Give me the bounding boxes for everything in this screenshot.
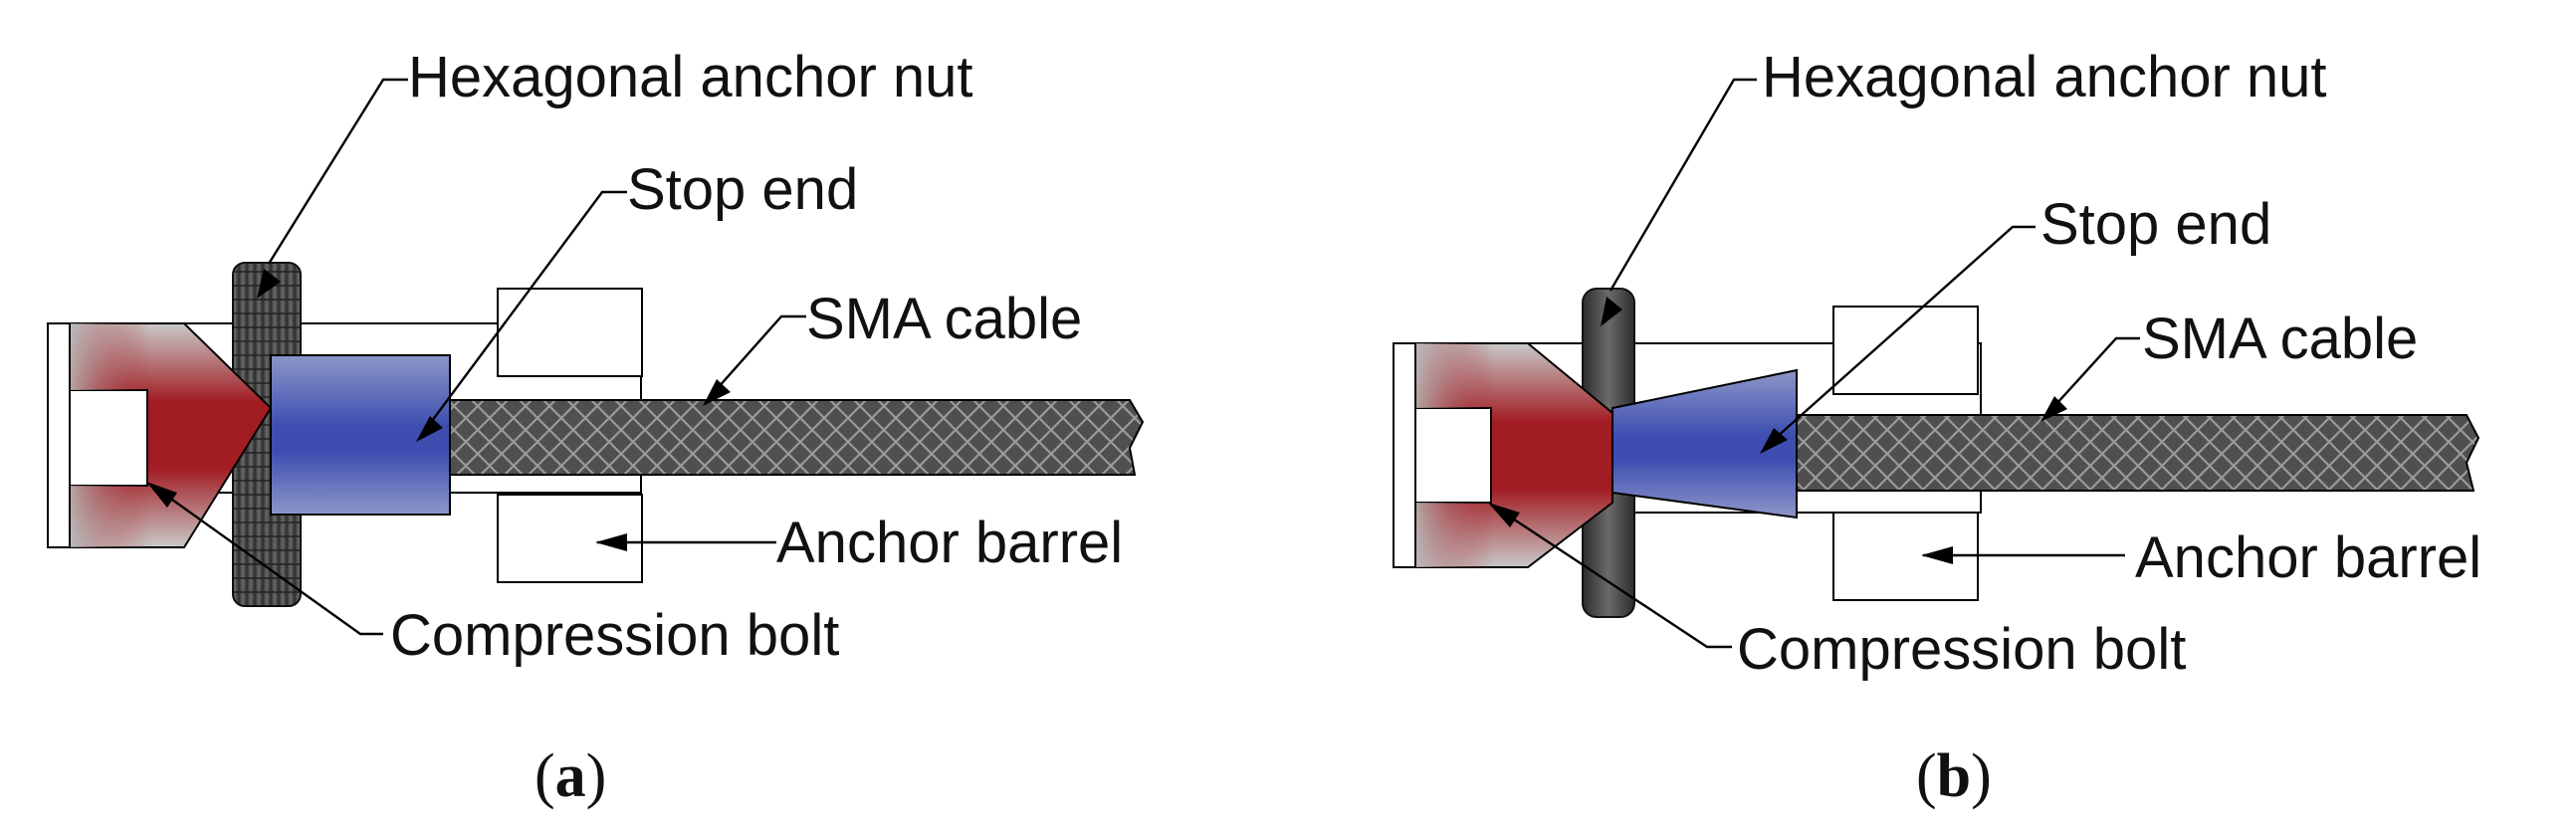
label-compression-bolt-b: Compression bolt	[1737, 617, 2186, 682]
label-stop-end-b: Stop end	[2040, 192, 2271, 257]
panel-a: Hexagonal anchor nut Stop end SMA cable …	[47, 45, 1145, 810]
panel-b: Hexagonal anchor nut Stop end SMA cable …	[1393, 45, 2481, 810]
label-sma-cable-a: SMA cable	[806, 287, 1082, 351]
compression-bolt-b	[1393, 342, 1613, 568]
label-hexagonal-anchor-nut-b: Hexagonal anchor nut	[1762, 45, 2327, 109]
leader-lines-b	[1488, 78, 2140, 649]
caption-b: (b)	[1916, 742, 1992, 810]
anchor-barrel-a	[162, 288, 643, 583]
label-hexagonal-anchor-nut-a: Hexagonal anchor nut	[408, 45, 973, 109]
label-anchor-barrel-a: Anchor barrel	[776, 511, 1123, 575]
label-stop-end-a: Stop end	[627, 157, 858, 222]
sma-cable-b	[1796, 414, 2480, 492]
label-anchor-barrel-b: Anchor barrel	[2135, 525, 2481, 590]
sma-cable-a	[449, 399, 1145, 476]
stop-end-b	[1611, 368, 1798, 519]
leader-lines-a	[146, 78, 806, 636]
compression-bolt-a	[47, 322, 273, 548]
label-sma-cable-b: SMA cable	[2142, 307, 2418, 371]
label-compression-bolt-a: Compression bolt	[390, 603, 839, 668]
caption-a: (a)	[535, 742, 606, 810]
